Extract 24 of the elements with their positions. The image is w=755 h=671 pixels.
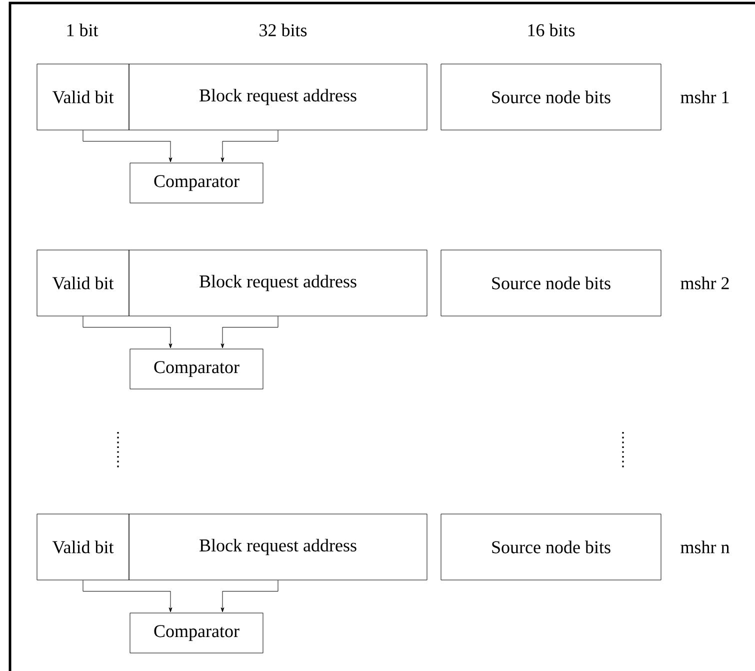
valid-bit-field: Valid bit	[36, 64, 130, 130]
address-field: Block request address	[128, 64, 428, 130]
source-bits-field: Source node bits	[440, 514, 662, 580]
arrow	[82, 580, 172, 612]
row-label: mshr n	[680, 540, 730, 554]
bit-width-label: 1 bit	[67, 24, 98, 36]
arrow	[82, 316, 172, 348]
row-label: mshr 2	[680, 276, 729, 290]
comparator-box: Comparator	[130, 162, 264, 204]
arrow	[220, 580, 278, 612]
comparator-box: Comparator	[130, 348, 264, 390]
valid-bit-field: Valid bit	[36, 250, 130, 316]
bit-width-label: 32 bits	[260, 24, 307, 36]
bit-width-label: 16 bits	[528, 24, 575, 36]
comparator-box: Comparator	[130, 612, 264, 654]
source-bits-field: Source node bits	[440, 64, 662, 130]
arrow	[82, 130, 172, 162]
valid-bit-field: Valid bit	[36, 514, 130, 580]
arrow	[220, 130, 278, 162]
address-field: Block request address	[128, 514, 428, 580]
row-label: mshr 1	[680, 90, 729, 104]
address-field: Block request address	[128, 250, 428, 316]
arrow	[220, 316, 278, 348]
source-bits-field: Source node bits	[440, 250, 662, 316]
